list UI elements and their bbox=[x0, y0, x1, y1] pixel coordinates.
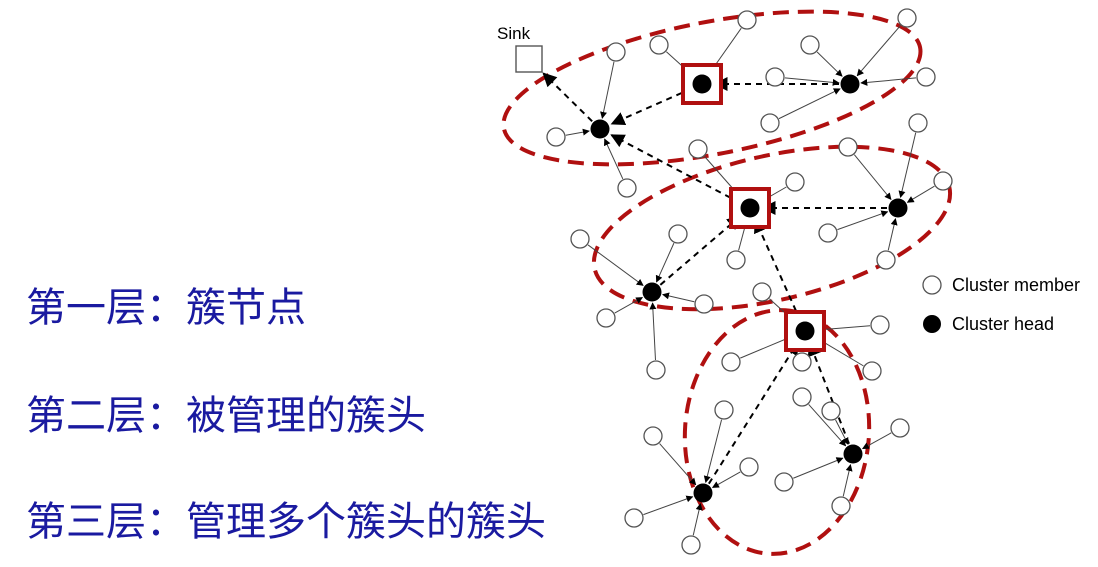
cluster-head-node bbox=[590, 119, 610, 139]
member-link-arrow bbox=[862, 432, 892, 450]
cluster-head-node bbox=[888, 198, 908, 218]
cluster-member-node bbox=[818, 223, 838, 243]
cluster-head-node bbox=[693, 483, 713, 503]
cluster-member-node bbox=[668, 224, 688, 244]
layer-2-label: 第二层：被管理的簇头 bbox=[26, 393, 426, 439]
member-link-arrow bbox=[643, 495, 694, 516]
cluster-member-node bbox=[546, 127, 566, 147]
cluster-member-node bbox=[624, 508, 644, 528]
cluster-member-node bbox=[785, 172, 805, 192]
cluster-member-node bbox=[606, 42, 626, 62]
member-link-arrow bbox=[649, 302, 657, 361]
cluster-member-node bbox=[831, 496, 851, 516]
member-link-arrow bbox=[860, 77, 917, 86]
cluster-head-node bbox=[642, 282, 662, 302]
legend-head-label: Cluster head bbox=[952, 314, 1054, 334]
sink-node: Sink bbox=[497, 24, 543, 73]
manager-cluster-head-node bbox=[795, 321, 815, 341]
member-link-arrow bbox=[604, 138, 624, 180]
member-link-arrow bbox=[587, 244, 644, 286]
cluster-member-node bbox=[821, 401, 841, 421]
cluster-member-node bbox=[739, 457, 759, 477]
head-link-arrow bbox=[708, 340, 799, 485]
member-link-arrow bbox=[853, 154, 892, 201]
cluster-member-node bbox=[792, 352, 812, 372]
cluster-member-node bbox=[890, 418, 910, 438]
legend: Cluster member Cluster head bbox=[922, 275, 1080, 334]
cluster-member-node bbox=[752, 282, 772, 302]
member-link-arrow bbox=[856, 25, 901, 77]
member-link-arrow bbox=[655, 242, 675, 283]
member-link-arrow bbox=[662, 292, 695, 303]
legend-head-symbol bbox=[923, 315, 941, 333]
cluster-member-node bbox=[897, 8, 917, 28]
member-link-arrow bbox=[565, 128, 590, 136]
cluster-member-node bbox=[908, 113, 928, 133]
member-link-arrow bbox=[703, 419, 723, 484]
cluster-member-node bbox=[643, 426, 663, 446]
cluster-member-node bbox=[862, 361, 882, 381]
cluster-ellipse-middle bbox=[591, 144, 953, 312]
cluster-member-node bbox=[933, 171, 953, 191]
member-link-arrow bbox=[692, 503, 703, 536]
member-link-arrow bbox=[837, 210, 889, 231]
member-link-arrow bbox=[600, 61, 615, 119]
cluster-head-node bbox=[843, 444, 863, 464]
cluster-member-node bbox=[876, 250, 896, 270]
member-link-arrow bbox=[906, 185, 935, 203]
cluster-member-node bbox=[681, 535, 701, 555]
network-nodes bbox=[546, 8, 953, 555]
cluster-member-node bbox=[646, 360, 666, 380]
cluster-member-node bbox=[721, 352, 741, 372]
head-link-arrow bbox=[542, 72, 593, 123]
sink-square bbox=[515, 45, 543, 73]
member-link-arrow bbox=[614, 296, 644, 314]
cluster-member-node bbox=[774, 472, 794, 492]
manager-cluster-head-node bbox=[692, 74, 712, 94]
cluster-member-node bbox=[838, 137, 858, 157]
member-link-arrow bbox=[842, 464, 853, 497]
cluster-member-node bbox=[800, 35, 820, 55]
legend-member-label: Cluster member bbox=[952, 275, 1080, 295]
cluster-member-node bbox=[916, 67, 936, 87]
member-link-arrow bbox=[808, 404, 847, 447]
manager-cluster-head-node bbox=[740, 198, 760, 218]
member-link-arrow bbox=[887, 218, 898, 251]
member-link-arrow bbox=[778, 88, 841, 120]
cluster-member-node bbox=[760, 113, 780, 133]
cluster-member-node bbox=[649, 35, 669, 55]
member-link-arrow bbox=[898, 132, 917, 198]
layer-3-label: 第三层：管理多个簇头的簇头 bbox=[26, 499, 546, 545]
cluster-member-node bbox=[737, 10, 757, 30]
cluster-member-node bbox=[570, 229, 590, 249]
cluster-member-node bbox=[694, 294, 714, 314]
cluster-member-node bbox=[596, 308, 616, 328]
member-link-arrow bbox=[711, 471, 741, 489]
sink-label: Sink bbox=[497, 24, 531, 43]
cluster-member-node bbox=[765, 67, 785, 87]
member-link-arrow bbox=[835, 419, 849, 445]
member-link-arrow bbox=[659, 443, 697, 486]
member-link-arrow bbox=[793, 457, 844, 479]
head-link-arrow bbox=[610, 134, 741, 204]
cluster-member-node bbox=[792, 387, 812, 407]
head-link-arrow bbox=[610, 87, 693, 126]
cluster-member-node bbox=[870, 315, 890, 335]
legend-member-symbol bbox=[922, 275, 942, 295]
head-link-arrow bbox=[807, 341, 850, 445]
layer-1-label: 第一层：簇节点 bbox=[26, 285, 306, 331]
cluster-member-node bbox=[688, 139, 708, 159]
head-link-arrow bbox=[754, 218, 802, 322]
member-link-arrow bbox=[816, 51, 843, 77]
cluster-ellipse-top bbox=[501, 9, 923, 167]
cluster-member-node bbox=[617, 178, 637, 198]
cluster-member-node bbox=[726, 250, 746, 270]
member-link-arrow bbox=[784, 77, 840, 86]
cluster-head-node bbox=[840, 74, 860, 94]
cluster-member-node bbox=[714, 400, 734, 420]
